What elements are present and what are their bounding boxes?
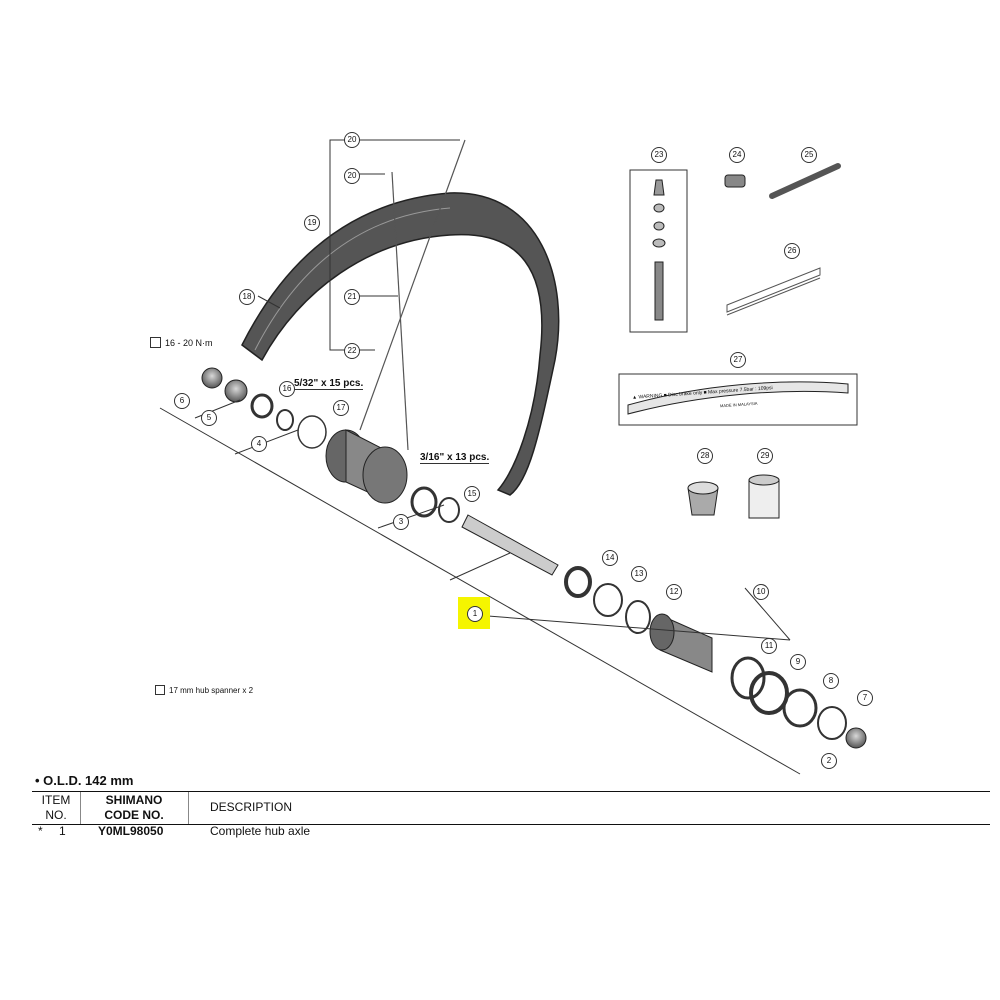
callout-13: 13 <box>631 566 647 582</box>
callout-28: 28 <box>697 448 713 464</box>
header-description: DESCRIPTION <box>210 800 293 814</box>
row-description: Complete hub axle <box>210 824 311 838</box>
row-code: Y0ML98050 <box>98 824 164 838</box>
callout-10: 10 <box>753 584 769 600</box>
callout-5: 5 <box>201 410 217 426</box>
callout-27: 27 <box>730 352 746 368</box>
torque-note: 16 - 20 N·m <box>150 337 213 348</box>
hub-shell <box>325 429 408 504</box>
rim <box>241 192 560 496</box>
callout-14: 14 <box>602 550 618 566</box>
callout-7: 7 <box>857 690 873 706</box>
old-spec: • O.L.D. 142 mm <box>35 773 134 788</box>
callout-9: 9 <box>790 654 806 670</box>
callout-18: 18 <box>239 289 255 305</box>
callout-17: 17 <box>333 400 349 416</box>
rim-adapter <box>687 481 719 516</box>
rim-tape-patch <box>726 267 821 316</box>
callout-21: 21 <box>344 289 360 305</box>
callout-26: 26 <box>784 243 800 259</box>
callout-6: 6 <box>174 393 190 409</box>
table-row: * 1 Y0ML98050 Complete hub axle <box>32 824 990 840</box>
end-cap <box>845 727 867 749</box>
spoke-wrench <box>769 163 841 199</box>
spoke-note-1: 5/32" x 15 pcs. <box>294 378 364 390</box>
callout-23: 23 <box>651 147 667 163</box>
freehub-body <box>649 613 713 673</box>
callout-24: 24 <box>729 147 745 163</box>
callout-1: 1 <box>467 606 483 622</box>
rim-tape-box <box>618 373 858 426</box>
callout-19: 19 <box>304 215 320 231</box>
callout-12: 12 <box>666 584 682 600</box>
callout-25: 25 <box>801 147 817 163</box>
spokes <box>359 139 466 451</box>
tool-icon <box>150 337 161 348</box>
callout-22: 22 <box>344 343 360 359</box>
row-mark: * <box>38 824 43 838</box>
valve-nut <box>724 174 746 188</box>
callout-11: 11 <box>761 638 777 654</box>
row-item: 1 <box>59 824 66 838</box>
callout-8: 8 <box>823 673 839 689</box>
tool-note: 17 mm hub spanner x 2 <box>155 685 253 695</box>
callout-20: 20 <box>344 168 360 184</box>
callout-3: 3 <box>393 514 409 530</box>
callout-4: 4 <box>251 436 267 452</box>
callout-29: 29 <box>757 448 773 464</box>
tool-icon <box>155 685 165 695</box>
grease-tub <box>748 474 780 519</box>
callout-2: 2 <box>821 753 837 769</box>
callout-15: 15 <box>464 486 480 502</box>
callout-16: 16 <box>279 381 295 397</box>
callout-20: 20 <box>344 132 360 148</box>
valve-box <box>629 169 688 333</box>
hub-axle <box>461 514 559 576</box>
spoke-note-2: 3/16" x 13 pcs. <box>420 452 490 464</box>
